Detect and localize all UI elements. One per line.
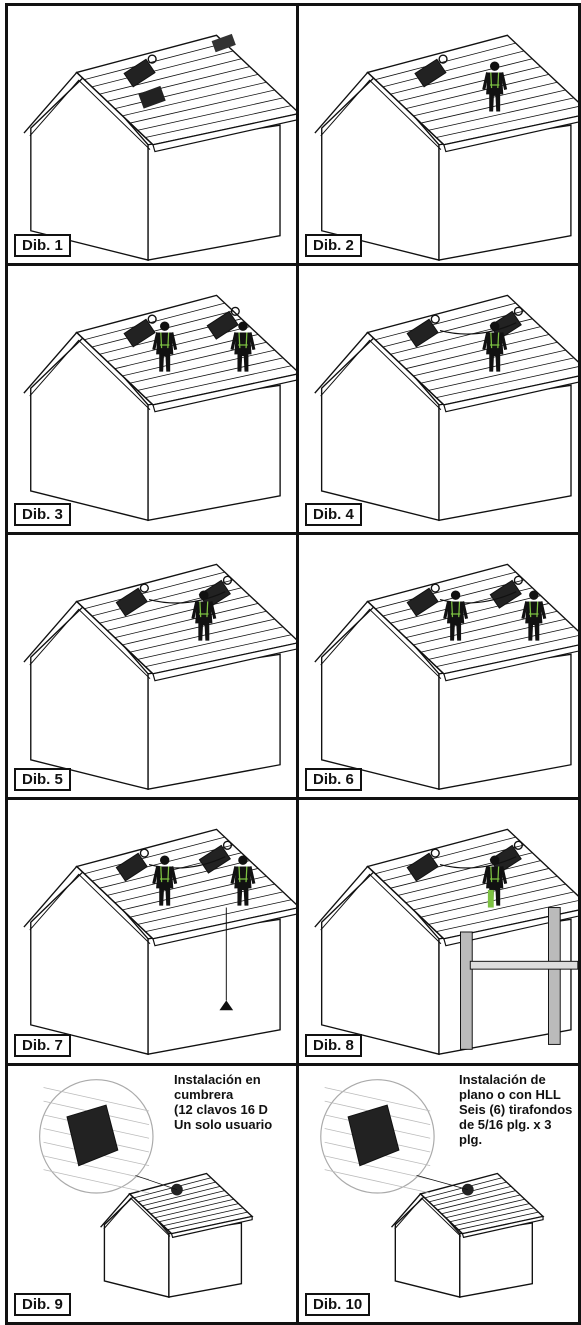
panel-label: Dib. 10 [305, 1293, 370, 1316]
house-illustration-1 [8, 6, 296, 263]
house-illustration-2 [299, 6, 578, 263]
panel-label: Dib. 3 [14, 503, 71, 526]
house-illustration-3 [8, 266, 296, 532]
panel-dib-2: Dib. 2 [296, 3, 581, 266]
worker-head [199, 591, 208, 600]
house [24, 295, 296, 520]
panel-label: Dib. 6 [305, 768, 362, 791]
worker-head [160, 856, 169, 865]
anchor-location-marker [462, 1184, 474, 1196]
worker-head [238, 856, 247, 865]
panel-label: Dib. 7 [14, 1034, 71, 1057]
panel-dib-3: Dib. 3 [5, 263, 299, 535]
worker-head [451, 591, 460, 600]
panel-dib-6: Dib. 6 [296, 532, 581, 800]
worker-head [490, 322, 499, 331]
house [24, 35, 296, 260]
scaffold-platform [470, 961, 578, 969]
panel-dib-8: Dib. 8 [296, 797, 581, 1066]
house-illustration-8 [299, 800, 578, 1063]
house [24, 829, 296, 1054]
house [315, 564, 578, 789]
house [315, 829, 578, 1054]
panel-dib-1: Dib. 1 [5, 3, 299, 266]
panel-label: Dib. 1 [14, 234, 71, 257]
panel-label: Dib. 9 [14, 1293, 71, 1316]
scaffold-post [460, 932, 472, 1049]
house-illustration-7 [8, 800, 296, 1063]
worker-head [529, 591, 538, 600]
panel-label: Dib. 4 [305, 503, 362, 526]
worker-head [490, 62, 499, 71]
worker-head [490, 856, 499, 865]
panel-label: Dib. 8 [305, 1034, 362, 1057]
house-illustration-6 [299, 535, 578, 797]
house-illustration-4 [299, 266, 578, 532]
worker-head [238, 322, 247, 331]
scaffold-post [548, 908, 560, 1045]
panel-dib-4: Dib. 4 [296, 263, 581, 535]
panel-label: Dib. 5 [14, 768, 71, 791]
lanyard-clamp [488, 890, 494, 908]
installation-caption: Instalación en cumbrera (12 clavos 16 D … [174, 1072, 272, 1132]
panel-label: Dib. 2 [305, 234, 362, 257]
panel-dib-10: Instalación de plano o con HLL Seis (6) … [296, 1063, 581, 1325]
house [24, 564, 296, 789]
worker-head [160, 322, 169, 331]
panel-dib-5: Dib. 5 [5, 532, 299, 800]
house-illustration-5 [8, 535, 296, 797]
panel-dib-9: Instalación en cumbrera (12 clavos 16 D … [5, 1063, 299, 1325]
panel-dib-7: Dib. 7 [5, 797, 299, 1066]
house [315, 295, 578, 520]
installation-caption: Instalación de plano o con HLL Seis (6) … [459, 1072, 578, 1147]
house [315, 35, 578, 260]
